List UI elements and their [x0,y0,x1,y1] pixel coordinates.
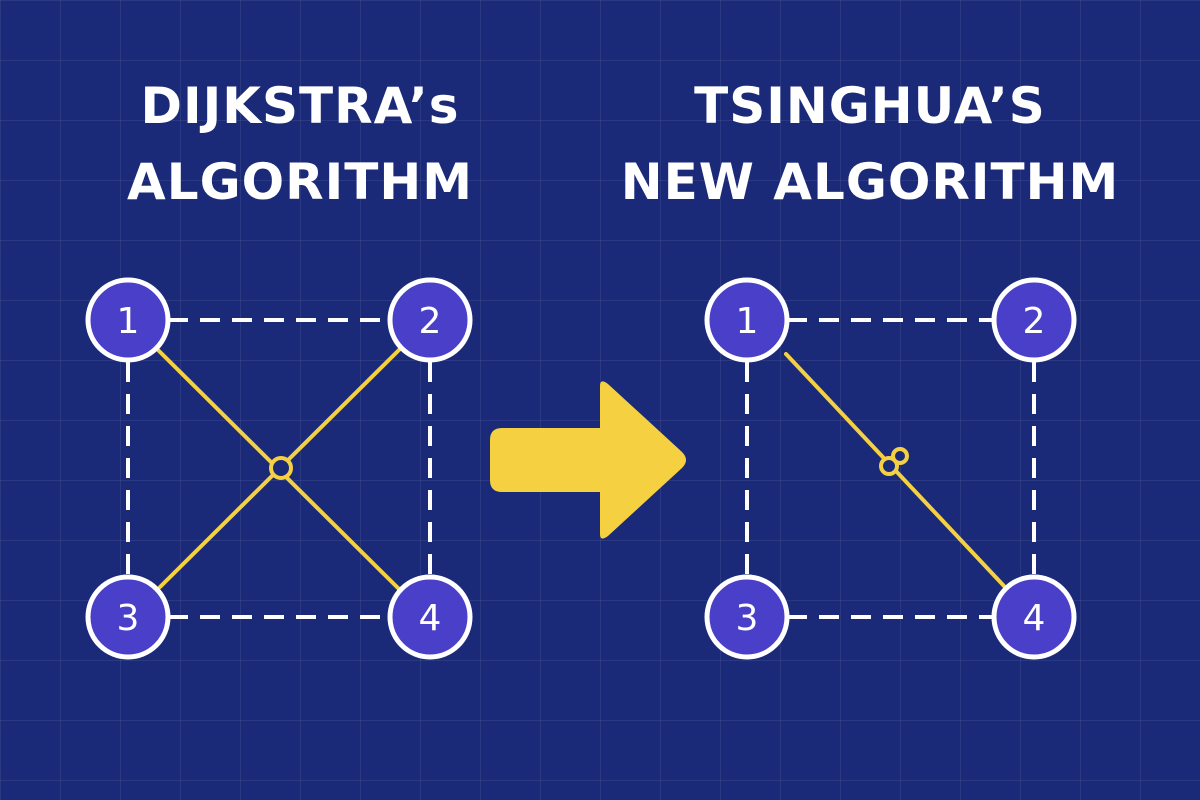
right-node-3: 3 [704,574,790,660]
right-path-loop [879,447,909,476]
right-node-1-label: 1 [736,301,759,342]
left-graph: 1 2 3 4 [85,277,473,660]
right-graph: 1 2 3 4 [704,277,1077,660]
right-node-3-label: 3 [736,598,759,639]
right-title: TSINGHUA’S NEW ALGORITHM [600,68,1140,220]
right-title-line-2: NEW ALGORITHM [620,153,1120,211]
left-node-3: 3 [85,574,171,660]
left-node-2: 2 [387,277,473,363]
right-node-4-label: 4 [1023,598,1046,639]
left-node-4-label: 4 [419,598,442,639]
left-path-intersection [269,456,293,480]
right-node-1: 1 [704,277,790,363]
left-node-3-label: 3 [117,598,140,639]
right-title-line-1: TSINGHUA’S [694,77,1046,135]
right-arrow-icon [490,381,686,539]
right-node-2-label: 2 [1023,301,1046,342]
left-title-line-2: ALGORITHM [127,153,473,211]
left-title-line-1: DIJKSTRA’s [140,77,460,135]
left-title: DIJKSTRA’s ALGORITHM [60,68,540,220]
right-node-2: 2 [991,277,1077,363]
left-node-1-label: 1 [117,301,140,342]
left-node-2-label: 2 [419,301,442,342]
left-node-1: 1 [85,277,171,363]
left-node-4: 4 [387,574,473,660]
right-node-4: 4 [991,574,1077,660]
